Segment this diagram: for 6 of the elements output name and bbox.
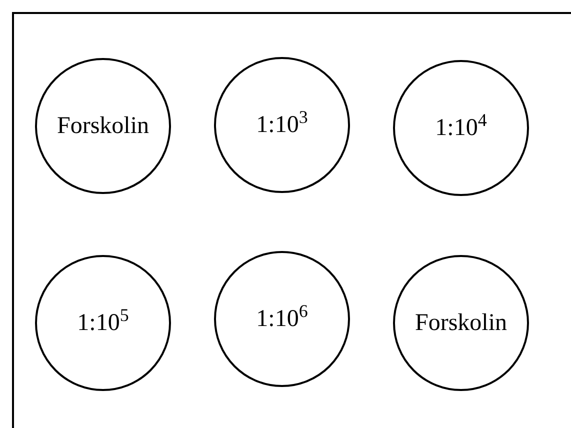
well-label: 1:10$^{3}$ [256,110,308,140]
well-label: Forskolin [414,309,507,338]
well-label: Forskolin [56,112,149,141]
well-label: 1:10$^{4}$ [435,113,487,143]
well-label: 1:10$^{5}$ [77,308,129,338]
well-label: 1:10$^{6}$ [256,304,308,334]
